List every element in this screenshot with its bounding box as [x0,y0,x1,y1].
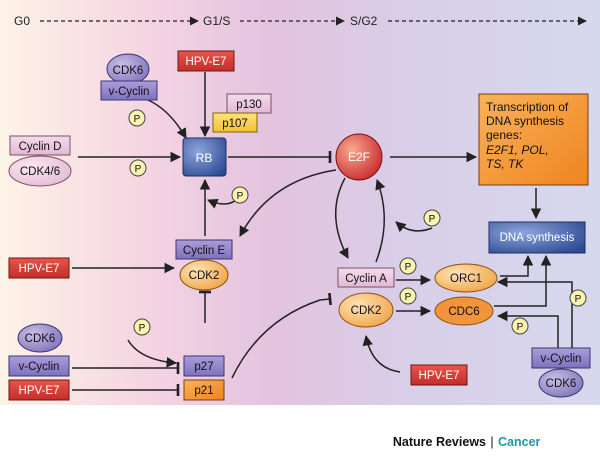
transcription-node [478,93,589,186]
cdk6-bottom-node [17,323,63,353]
cdk2-e-node [179,259,229,291]
phospho-6 [399,287,417,305]
arrow-phospho-to-p27 [127,339,178,368]
phospho-7 [511,317,529,335]
vcyclin-right-label: v-Cyclin [541,353,582,365]
phospho-4 [423,209,441,227]
cdk46-node [8,155,72,187]
vcyclin-bottom-label: v-Cyclin [19,361,60,373]
phospho-8-label: P [575,294,582,305]
hpv-e7-right-node [410,364,468,386]
cdk6-bottom-label: CDK6 [25,333,56,345]
hpv-e7-right-label: HPV-E7 [419,370,460,382]
rb-node [182,137,227,177]
cdk6-right-label: CDK6 [546,378,577,390]
arrow-cdc6-to-dna [494,254,552,307]
p21-node [183,379,225,401]
cyclin-a-label: Cyclin A [345,273,387,285]
orc1-node [434,263,498,293]
phospho-9 [133,318,151,336]
cdc6-label: CDC6 [448,306,479,318]
phospho-2-label: P [135,164,142,175]
phase-background [0,0,600,405]
inhibit-p21-to-cdk2a [231,292,332,379]
arrow-e2f-to-cycline [239,169,337,237]
cdk2-e-label: CDK2 [189,270,220,282]
transcription-line4: E2F1, POL, [486,143,549,157]
phospho-5 [399,257,417,275]
phospho-9-label: P [139,323,146,334]
rb-label: RB [196,151,213,165]
p27-label: p27 [194,361,213,373]
cyclin-a-node [337,267,395,288]
dna-synthesis-node [488,221,586,254]
phase-g1s-label: G1/S [203,14,230,28]
cdk46-label: CDK4/6 [20,166,60,178]
cdc6-node [434,296,494,326]
p107-label: p107 [222,118,248,130]
cyclin-e-node [175,239,233,260]
arrow-vcyclin-to-cdc6 [496,310,559,348]
phospho-4-label: P [429,214,436,225]
arrow-phospho-to-e2f [395,221,433,233]
phase-sg2-label: S/G2 [350,14,378,28]
phospho-3 [231,186,249,204]
vcyclin-top-node [100,80,158,101]
e2f-node [335,133,383,181]
orc1-label: ORC1 [450,273,482,285]
p21-label: p21 [194,385,213,397]
cdk6-right-node [538,368,584,398]
transcription-line5: TS, TK [486,157,524,171]
phospho-3-label: P [237,191,244,202]
cyclin-d-node [9,135,71,156]
arrow-hpv-to-cdk2a [362,334,401,373]
arrow-vcyclin-to-orc1 [496,276,573,348]
arrow-e2f-to-cyclina [335,177,349,259]
cyclin-e-label: Cyclin E [183,245,226,257]
transcription-line3: genes: [486,128,522,142]
phospho-5-label: P [405,262,412,273]
vcyclin-right-node [531,347,591,369]
hpv-e7-bottom-label: HPV-E7 [19,385,60,397]
arrow-vcyclin-to-rb [147,99,187,139]
transcription-line1: Transcription of [486,100,569,114]
phase-g0-label: G0 [14,14,30,28]
cyclin-d-label: Cyclin D [19,141,62,153]
arrow-cyclina-to-e2f [375,179,386,263]
hpv-e7-top-label: HPV-E7 [186,56,227,68]
phospho-7-label: P [517,322,524,333]
footer-section: Cancer [498,435,541,449]
dna-synthesis-label: DNA synthesis [500,232,575,244]
phospho-8 [569,289,587,307]
phospho-2 [129,159,147,177]
vcyclin-bottom-node [8,355,70,377]
footer-journal: Nature Reviews [393,435,486,449]
footer-separator: | [490,435,493,449]
vcyclin-top-label: v-Cyclin [109,86,150,98]
p27-node [183,355,225,377]
phospho-1-label: P [134,114,141,125]
p130-label: p130 [236,99,262,111]
hpv-e7-mid-node [8,257,70,279]
phospho-1 [128,109,146,127]
hpv-e7-mid-label: HPV-E7 [19,263,60,275]
p107-node [212,112,258,133]
phospho-6-label: P [405,292,412,303]
connectors [72,72,573,396]
e2f-label: E2F [348,150,370,164]
cdk2-a-label: CDK2 [351,305,382,317]
cdk6-top-label: CDK6 [113,65,144,77]
hpv-e7-bottom-node [8,379,70,401]
arrow-orc1-to-dna [500,254,534,277]
cdk2-a-node [338,292,394,328]
hpv-e7-top-node [177,50,235,72]
transcription-line2: DNA synthesis [486,114,564,128]
phosphate-markers: P P P P P P P P P [128,109,587,336]
